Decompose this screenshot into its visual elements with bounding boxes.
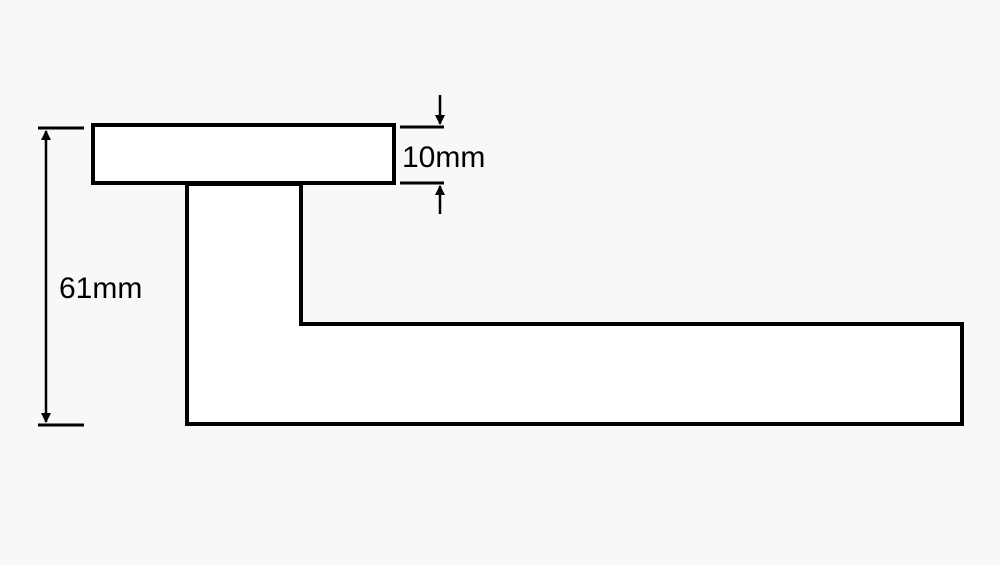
lever-arm-shape <box>185 182 964 426</box>
overall-height-label: 61mm <box>59 272 142 305</box>
rose-thickness-label: 10mm <box>402 141 485 174</box>
rose-plate-shape <box>91 123 396 185</box>
